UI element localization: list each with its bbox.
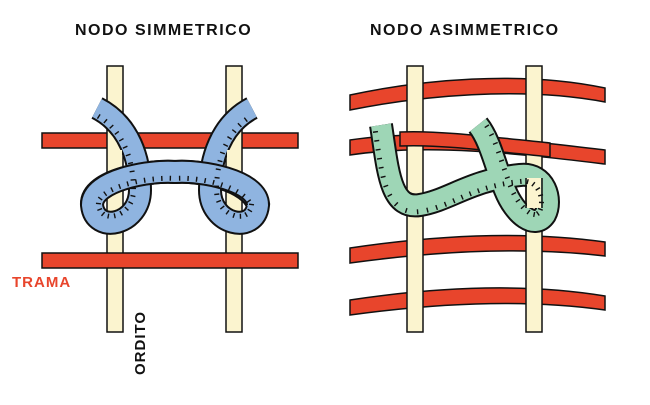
knot-hatch-mark [214, 194, 219, 195]
knot-hatch-mark [144, 178, 145, 183]
knot-hatch-mark [205, 178, 206, 183]
knot-hatch-mark [215, 178, 220, 179]
knot-hatch-mark [376, 149, 381, 150]
asymmetric-knot-title: NODO ASIMMETRICO [370, 22, 560, 40]
symmetric-knot-diagram [42, 66, 298, 332]
warp-overlay-left-2 [227, 150, 241, 162]
weft-thread-left-top [42, 133, 298, 148]
knot-hatch-mark [377, 158, 382, 159]
knot-hatch-mark [249, 204, 254, 205]
knot-hatch-mark [512, 180, 513, 185]
weft-label: TRAMA [12, 274, 71, 291]
asymmetric-knot-diagram [350, 66, 605, 332]
warp-label: ORDITO [132, 311, 149, 375]
weft-thread-right-1 [350, 78, 605, 110]
knot-hatch-mark [379, 167, 384, 168]
knot-hatch-mark [534, 212, 535, 217]
knot-hatch-mark [374, 140, 379, 141]
knot-hatch-mark [373, 132, 378, 133]
weft-thread-right-3 [350, 235, 605, 263]
knot-hatch-mark [153, 177, 154, 182]
knot-hatch-mark [130, 171, 135, 172]
warp-overlay-left-1 [108, 150, 122, 162]
knot-hatch-mark [196, 177, 197, 182]
symmetric-knot-title: NODO SIMMETRICO [75, 22, 252, 40]
knot-hatch-mark [503, 181, 504, 186]
weft-thread-left-bottom [42, 253, 298, 268]
weft-thread-right-4 [350, 288, 605, 315]
knot-hatch-mark [216, 169, 221, 170]
knot-hatch-mark [114, 213, 115, 218]
knot-hatch-mark [108, 214, 109, 219]
